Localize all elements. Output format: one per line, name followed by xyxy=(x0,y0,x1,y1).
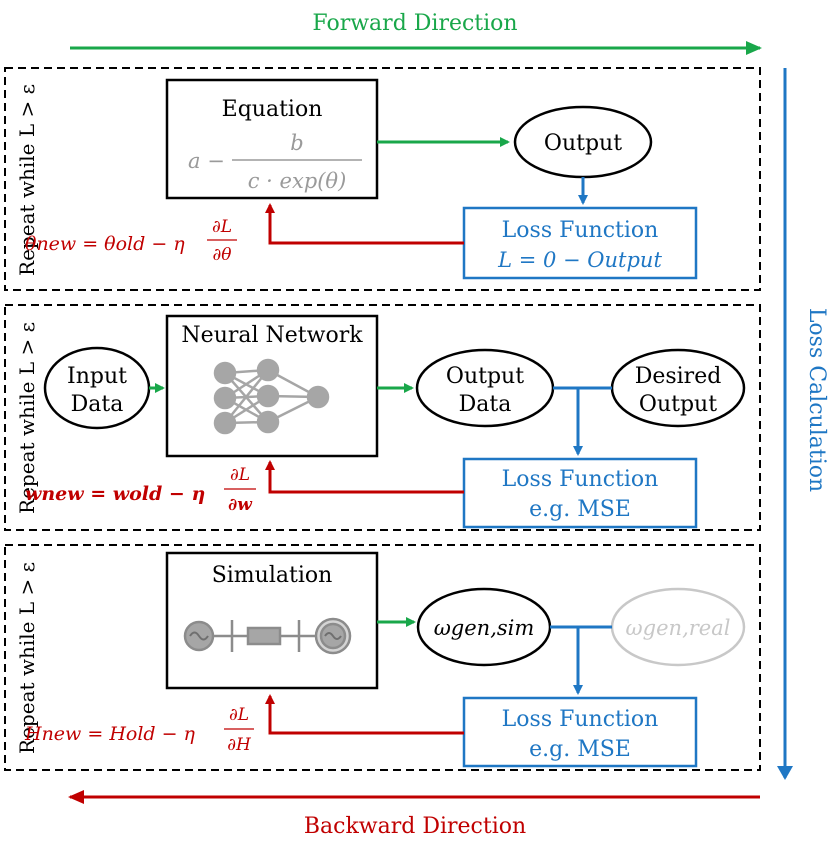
panel-simulation: Repeat while L > ε Simulation ωgen,sim ω… xyxy=(4,544,761,771)
loss-function-box xyxy=(462,696,698,768)
desired-output-label-2: Output xyxy=(639,392,717,417)
update-rule: Hnew = Hold − η xyxy=(24,723,196,745)
output-data-label-2: Data xyxy=(459,392,512,417)
repeat-label: Repeat while L > ε xyxy=(15,84,39,276)
loss-calculation-label: Loss Calculation xyxy=(804,308,829,492)
loss-function-detail: e.g. MSE xyxy=(529,497,631,522)
update-denominator: ∂H xyxy=(227,735,252,755)
equation-numerator: b xyxy=(290,131,303,155)
backward-arrow xyxy=(265,203,464,245)
equation-title: Equation xyxy=(222,97,323,122)
repeat-label: Repeat while L > ε xyxy=(15,322,39,514)
loss-function-box xyxy=(462,206,698,280)
panel-frame xyxy=(4,304,761,531)
output-label: Output xyxy=(544,131,622,156)
forward-direction-label: Forward Direction xyxy=(312,11,517,36)
update-rule: wnew = wold − η xyxy=(25,483,205,505)
equation-box xyxy=(165,78,379,200)
update-numerator: ∂L xyxy=(230,465,250,485)
loss-function-title: Loss Function xyxy=(502,467,659,492)
neural-network-icon xyxy=(213,358,330,435)
power-system-icon xyxy=(183,617,352,655)
update-rule: θnew = θold − η xyxy=(25,233,185,255)
input-data-label-1: Input xyxy=(67,364,127,389)
update-denominator: ∂θ xyxy=(212,245,231,265)
loss-function-detail: L = 0 − Output xyxy=(497,248,662,272)
equation-denominator: c · exp(θ) xyxy=(248,169,347,193)
panel-neural-network: Repeat while L > ε Input Data Neural Net… xyxy=(4,304,761,531)
equation-left-term: a − xyxy=(188,149,225,173)
update-denominator: ∂w xyxy=(228,495,253,515)
panel-frame xyxy=(4,67,761,291)
panel-frame xyxy=(4,544,761,771)
output-data-label-1: Output xyxy=(446,364,524,389)
simulation-title: Simulation xyxy=(212,563,333,588)
loss-function-title: Loss Function xyxy=(502,218,659,243)
real-frequency-label: ωgen,real xyxy=(626,616,731,640)
backward-direction-label: Backward Direction xyxy=(304,814,526,839)
update-numerator: ∂L xyxy=(229,705,249,725)
loss-function-detail: e.g. MSE xyxy=(529,737,631,762)
neural-network-title: Neural Network xyxy=(181,323,363,348)
backward-arrow xyxy=(265,460,464,494)
loss-function-title: Loss Function xyxy=(502,707,659,732)
desired-output-label-1: Desired xyxy=(635,364,722,389)
input-data-label-2: Data xyxy=(71,392,124,417)
backward-arrow xyxy=(265,694,464,735)
panel-equation: Repeat while L > ε Equation b a − c · ex… xyxy=(4,67,761,291)
update-numerator: ∂L xyxy=(212,217,232,237)
simulated-frequency-label: ωgen,sim xyxy=(434,616,535,640)
loss-function-box xyxy=(462,457,698,529)
repeat-label: Repeat while L > ε xyxy=(15,562,39,754)
